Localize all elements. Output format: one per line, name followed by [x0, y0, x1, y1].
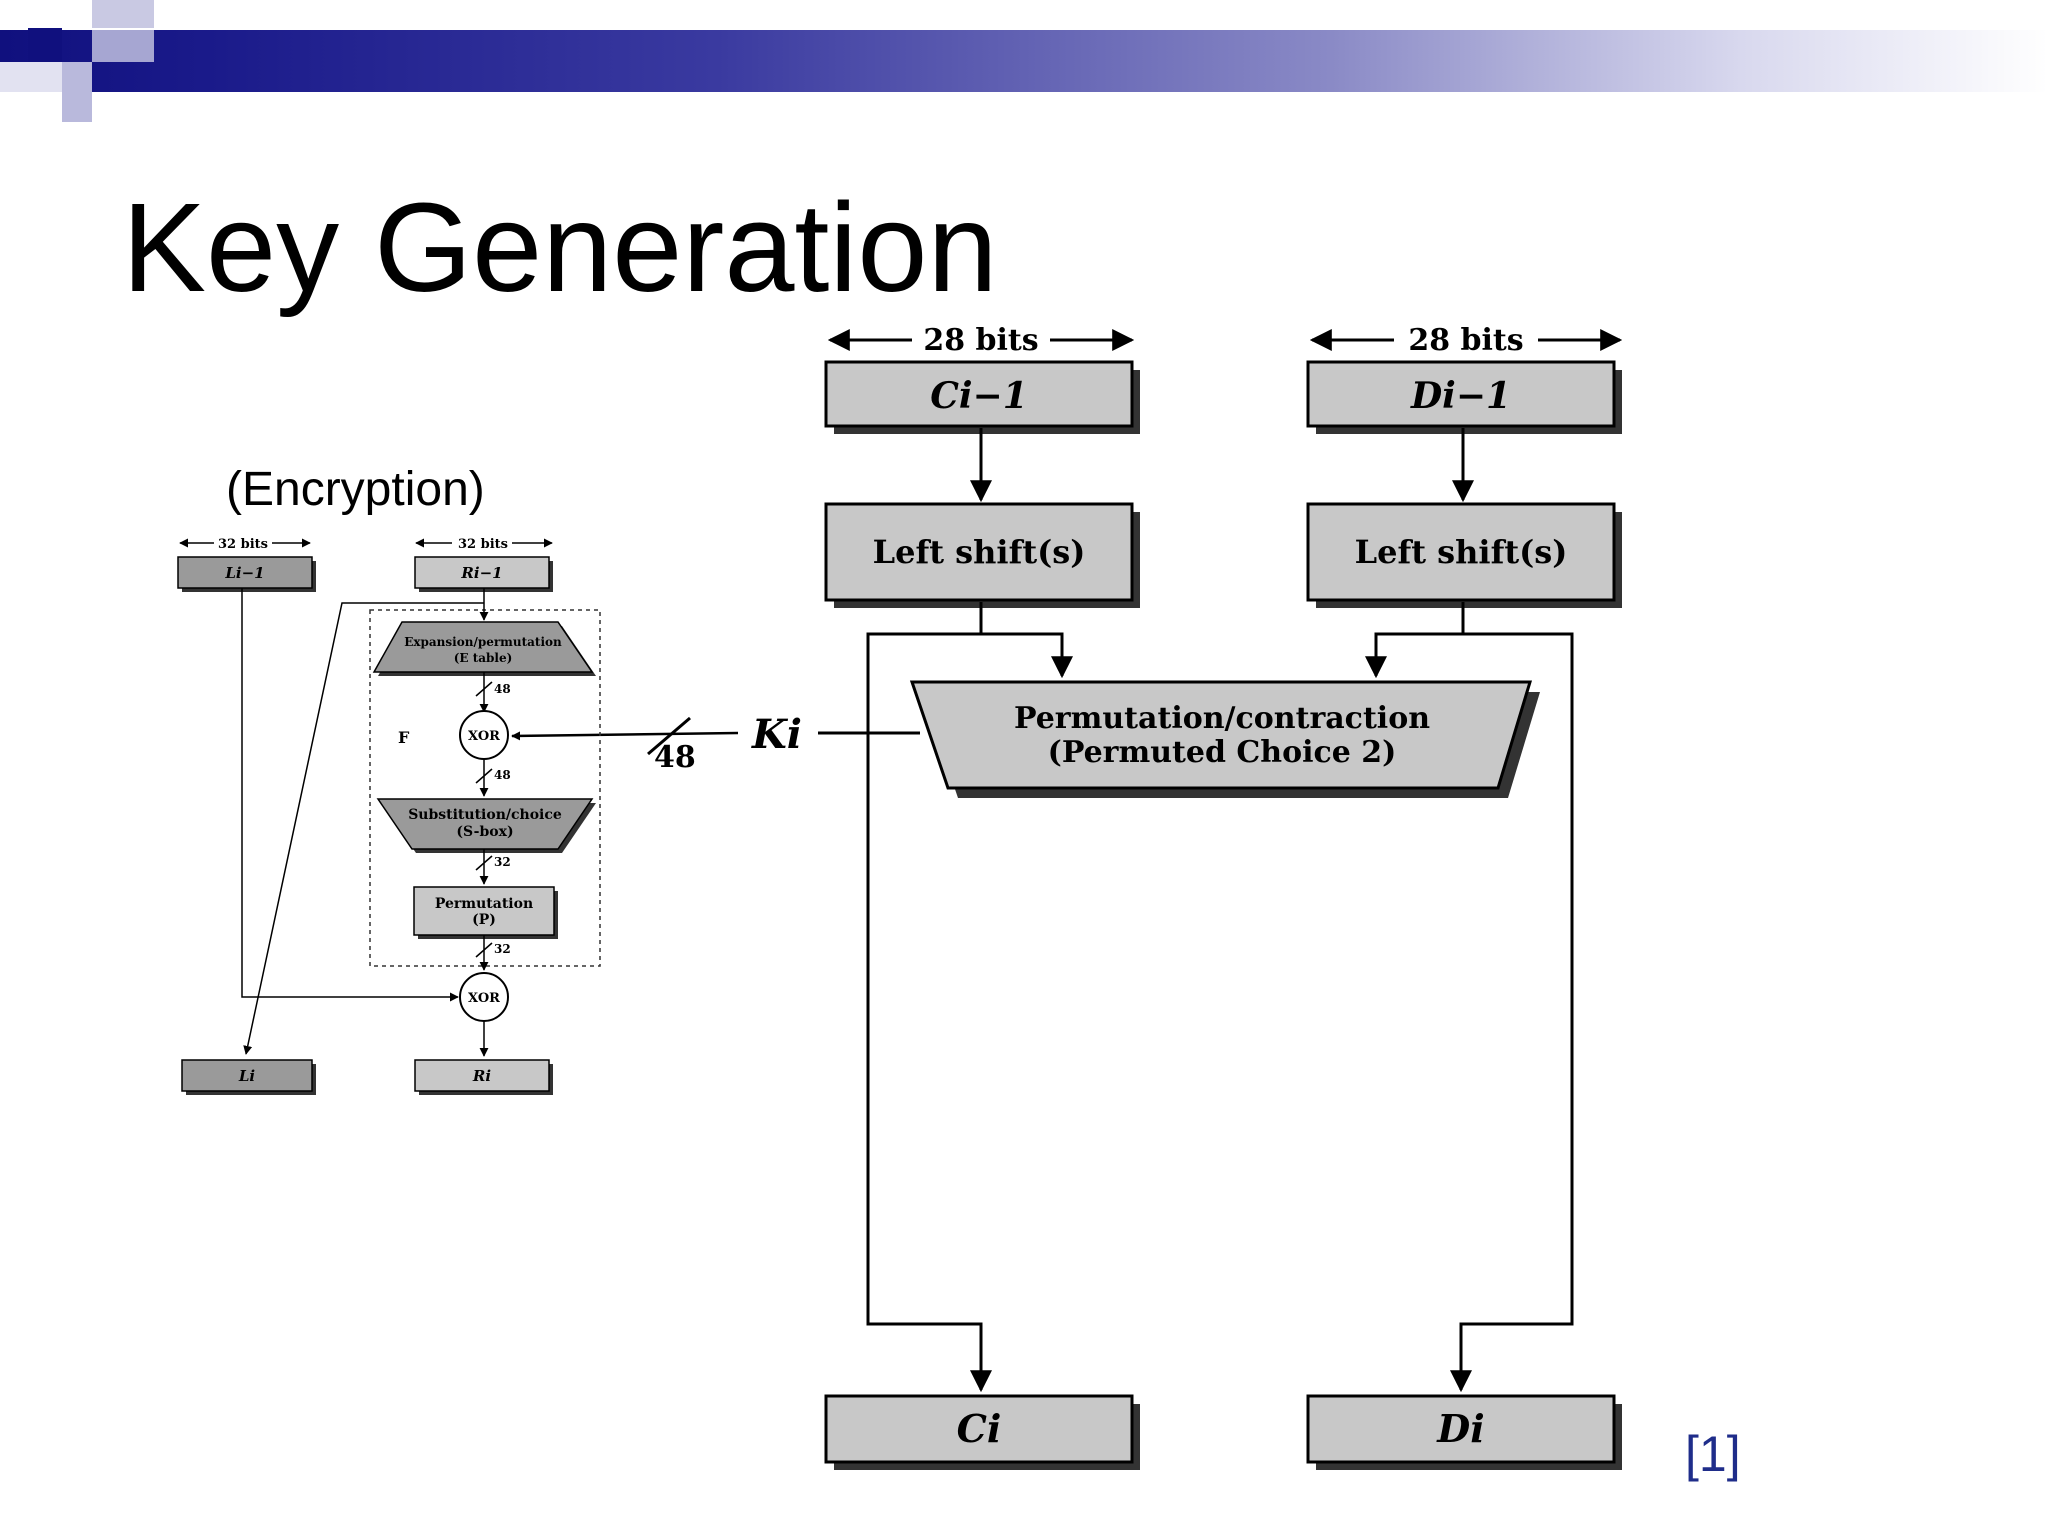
header-decoration-square: [28, 28, 62, 62]
bits-after-xor: 48: [494, 768, 511, 782]
des-round-diagram: 32 bits 32 bits Li−1 Ri−1: [177, 537, 601, 1095]
subkey-bits-label: 48: [654, 740, 696, 775]
xor-key-label: XOR: [468, 729, 500, 744]
xor-output-label: XOR: [468, 991, 500, 1006]
r-out-label: Ri: [472, 1067, 491, 1085]
l-prev-label: Li−1: [224, 564, 264, 582]
permutation-label-line2: (P): [472, 912, 496, 928]
c-prev-box: Ci−1: [824, 360, 1140, 434]
subkey-ki-line: Ki 48: [511, 711, 920, 775]
slide-title: Key Generation: [122, 177, 998, 318]
r-prev-label: Ri−1: [460, 564, 502, 582]
bits-after-expansion: 48: [494, 682, 511, 696]
arrow-shift-c-to-ci: [866, 632, 992, 1393]
l-prev-box: Li−1: [177, 556, 316, 592]
d-out-box: Di: [1306, 1394, 1622, 1470]
c-left-shift-box: Left shift(s): [824, 502, 1140, 608]
header-decoration-square: [92, 30, 154, 62]
sbox-box: Substitution/choice (S-box): [376, 798, 596, 853]
xor-key-node: XOR: [459, 710, 509, 760]
d-width-label: 28 bits: [1408, 323, 1523, 358]
r-out-box: Ri: [414, 1059, 553, 1095]
pc2-label-line2: (Permuted Choice 2): [1048, 735, 1397, 770]
pc2-label-line1: Permutation/contraction: [1014, 701, 1430, 736]
pc2-box: Permutation/contraction (Permuted Choice…: [909, 680, 1540, 798]
c-left-shift-label: Left shift(s): [873, 533, 1086, 571]
key-schedule-diagram: 28 bits 28 bits Ci−1 Di−1: [511, 323, 1623, 1470]
f-function-boundary: [369, 609, 601, 967]
c-out-box: Ci: [824, 1394, 1140, 1470]
header-gradient-bar: [0, 30, 2048, 92]
permutation-box: Permutation (P): [413, 886, 558, 939]
arrow-r-to-li: [243, 602, 484, 1055]
d-prev-box: Di−1: [1306, 360, 1622, 434]
c-width-indicator: 28 bits: [827, 323, 1135, 358]
bits-after-sbox: 32: [494, 855, 511, 869]
r-width-label: 32 bits: [458, 537, 508, 552]
expansion-label-line1: Expansion/permutation: [404, 635, 562, 649]
d-out-label: Di: [1436, 1406, 1484, 1451]
c-prev-label: Ci−1: [930, 375, 1028, 417]
arrow-l-to-xor: [241, 588, 459, 1002]
f-label: F: [398, 728, 410, 747]
subkey-ki-label: Ki: [751, 711, 802, 758]
expansion-label-line2: (E table): [454, 651, 513, 665]
l-width-label: 32 bits: [218, 537, 268, 552]
r-prev-box: Ri−1: [414, 556, 553, 592]
expansion-box: Expansion/permutation (E table): [372, 621, 596, 676]
bits-after-permutation: 32: [494, 942, 511, 956]
header-decoration-square: [92, 0, 154, 28]
d-left-shift-label: Left shift(s): [1355, 533, 1568, 571]
l-out-label: Li: [238, 1067, 256, 1085]
d-width-indicator: 28 bits: [1309, 323, 1623, 358]
l-width-indicator: 32 bits: [179, 537, 311, 552]
d-prev-label: Di−1: [1410, 375, 1511, 417]
c-out-label: Ci: [957, 1406, 1002, 1451]
d-left-shift-box: Left shift(s): [1306, 502, 1622, 608]
arrow-shift-c-to-pc2: [979, 602, 1073, 679]
c-width-label: 28 bits: [923, 323, 1038, 358]
arrow-shift-d-to-di: [1450, 632, 1574, 1393]
r-width-indicator: 32 bits: [415, 537, 553, 552]
citation-reference: [1]: [1685, 1426, 1741, 1482]
sbox-label-line2: (S-box): [456, 824, 513, 840]
xor-output-node: XOR: [459, 972, 509, 1022]
arrow-shift-d-to-pc2: [1365, 602, 1465, 679]
sbox-label-line1: Substitution/choice: [408, 807, 562, 823]
encryption-label: (Encryption): [226, 463, 485, 516]
header-decoration-square: [0, 62, 62, 92]
header-decoration-square: [62, 62, 92, 122]
l-out-box: Li: [181, 1059, 316, 1095]
permutation-label-line1: Permutation: [435, 896, 533, 912]
